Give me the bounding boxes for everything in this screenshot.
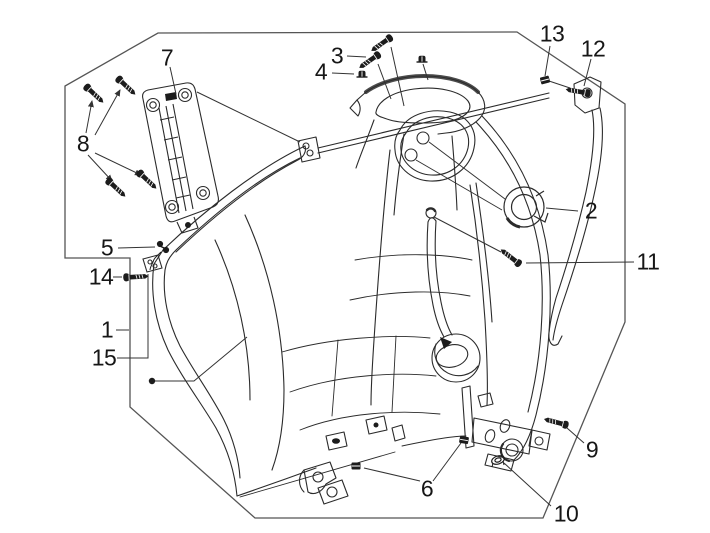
screw-item3-1 — [369, 33, 395, 55]
bracket-item15 — [142, 254, 163, 273]
leader-8b — [94, 89, 121, 136]
clipnut-item4-2 — [415, 55, 429, 63]
leader-dot — [152, 336, 248, 382]
bottom-brackets — [298, 415, 406, 505]
callout-4: 4 — [314, 58, 328, 85]
clipnut-item4-1 — [355, 70, 369, 78]
screw-item8-4 — [135, 168, 159, 192]
callout-11: 11 — [636, 248, 660, 275]
figure-frame — [64, 31, 626, 519]
leader-2 — [545, 207, 579, 212]
screw-item9 — [543, 415, 570, 430]
screw-item8-1 — [82, 82, 106, 106]
leader-lines — [85, 45, 635, 507]
callout-9: 9 — [585, 436, 599, 463]
leg-shield-panel-drawing — [152, 74, 603, 505]
nut-item10 — [491, 455, 505, 468]
leader-12 — [583, 58, 592, 87]
dash-plate — [394, 110, 476, 182]
callout-6: 6 — [420, 475, 434, 502]
leader-6a — [363, 467, 421, 482]
callout-10: 10 — [553, 500, 579, 527]
leader-13 — [544, 45, 551, 77]
clip-item6-1 — [351, 462, 361, 470]
screw-item14 — [122, 272, 149, 282]
callout-2: 2 — [584, 197, 598, 224]
screw-item3-2 — [357, 50, 383, 72]
leader-7a — [169, 66, 177, 95]
callout-13: 13 — [539, 20, 565, 47]
center-tunnel — [370, 149, 493, 406]
leader-4 — [331, 72, 355, 75]
leader-15 — [117, 274, 149, 359]
leader-3-screw2 — [390, 46, 405, 107]
lock-ring-item2 — [503, 186, 549, 229]
dot-marker — [148, 377, 156, 385]
leader-10 — [503, 462, 552, 507]
leader-7b — [196, 91, 301, 143]
leader-8a — [85, 100, 94, 134]
leader-2-hole1 — [428, 141, 506, 200]
callout-12: 12 — [580, 35, 606, 62]
callout-14: 14 — [88, 263, 114, 290]
bottom-right-mount — [461, 385, 551, 472]
leader-11a — [433, 216, 502, 253]
leader-8d — [94, 152, 142, 176]
leader-5 — [117, 246, 156, 249]
screw-item8-3 — [104, 176, 128, 200]
leader-11b — [525, 261, 635, 264]
screw-item11 — [498, 246, 524, 269]
leader-8c — [87, 154, 113, 182]
leader-13-clip — [548, 80, 571, 89]
callout-1: 1 — [100, 316, 114, 343]
edge-bracket-and-rod — [297, 92, 550, 163]
steering-cowl — [349, 74, 486, 216]
callout-3: 3 — [330, 42, 344, 69]
leader-3 — [346, 55, 367, 58]
fasteners — [82, 33, 592, 470]
leader-2-hole2 — [415, 159, 503, 211]
panel-right-edge — [481, 115, 551, 461]
callout-15: 15 — [91, 344, 117, 371]
leader-4b — [422, 63, 429, 81]
callout-7: 7 — [160, 44, 174, 71]
leader-6b — [432, 442, 462, 482]
clip-item13 — [539, 74, 551, 86]
leader-3-screw1 — [377, 63, 392, 100]
callout-8: 8 — [76, 130, 90, 157]
callout-5: 5 — [100, 234, 114, 261]
leader-9 — [566, 427, 585, 444]
left-wing — [152, 145, 317, 497]
hinge-plate-item7 — [142, 82, 219, 234]
